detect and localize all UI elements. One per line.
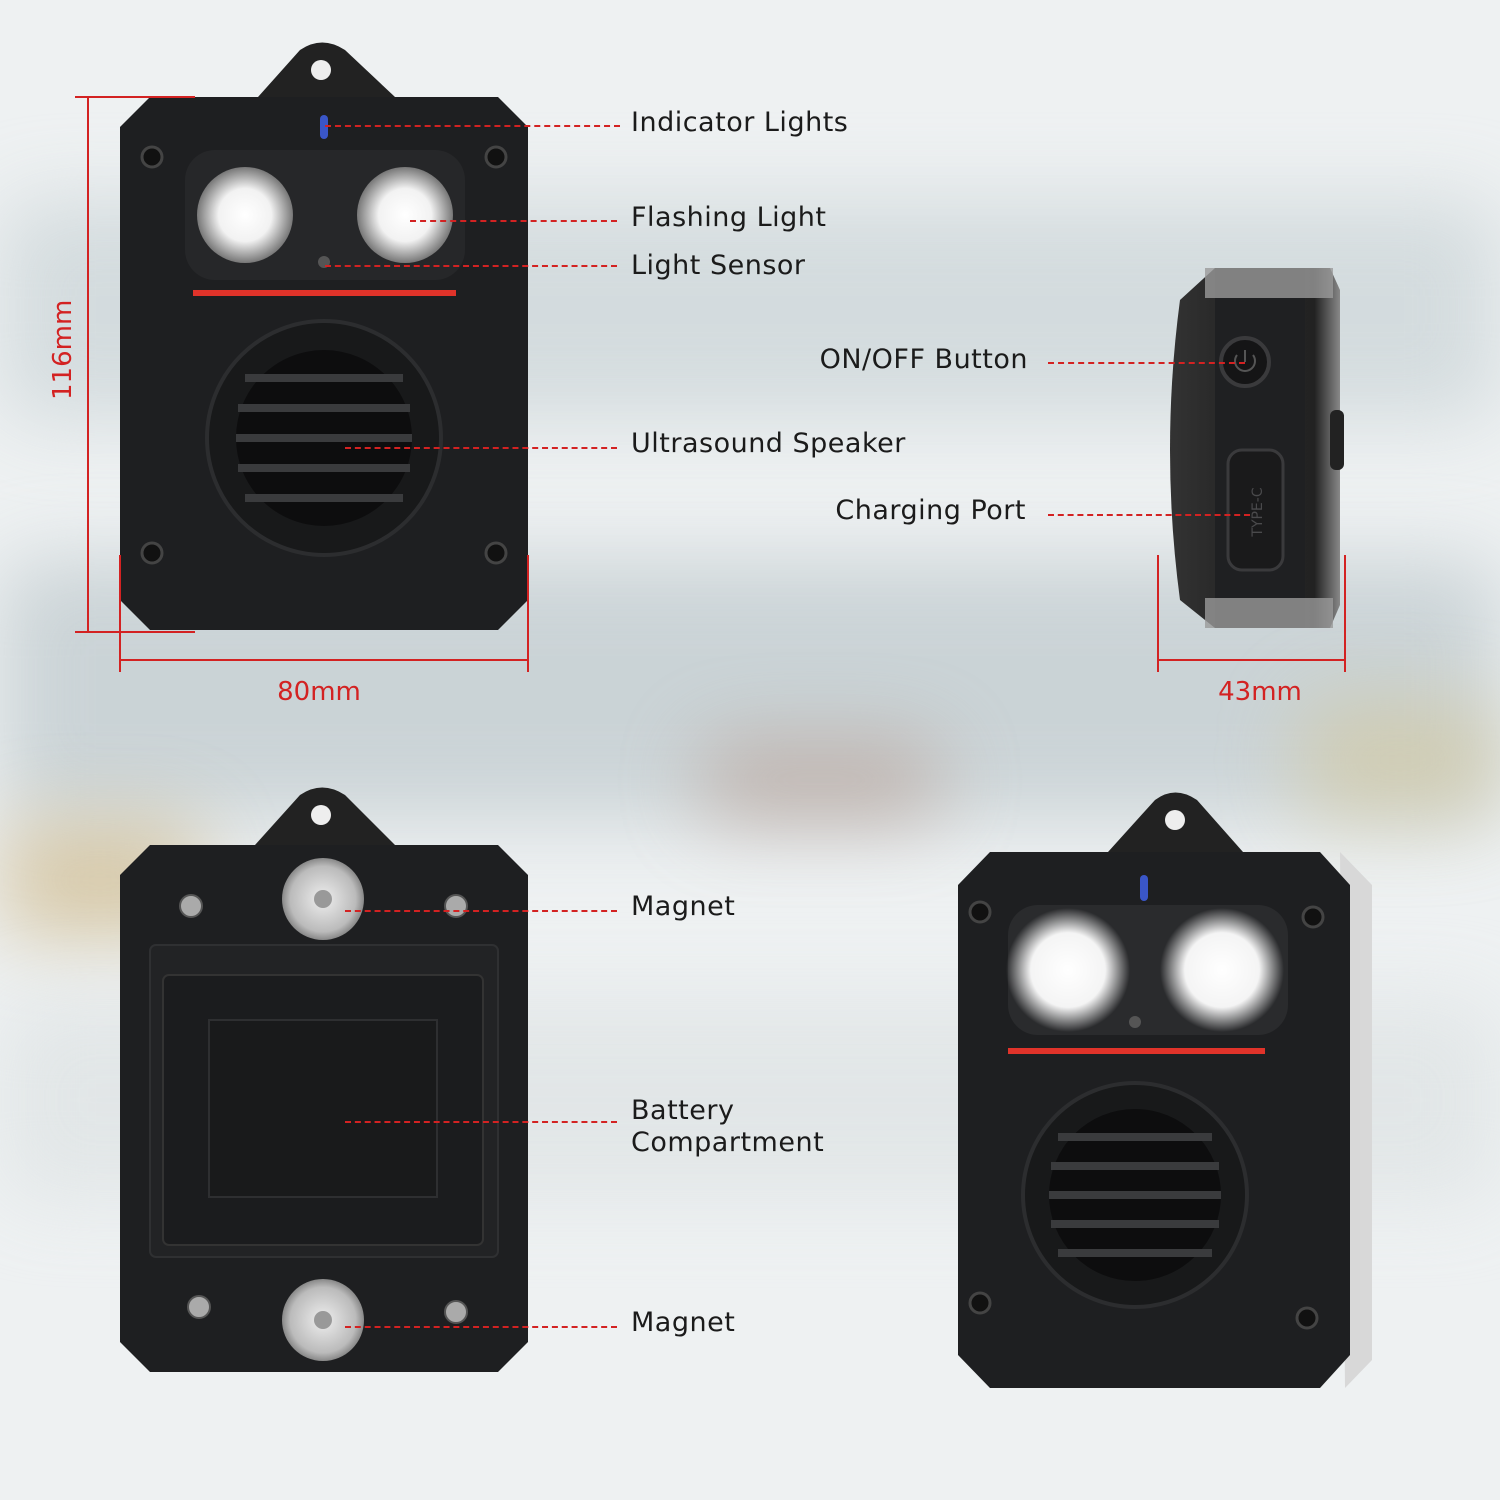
light-sensor-label: Light Sensor <box>631 250 806 281</box>
power-icon <box>1234 350 1256 372</box>
flashing-light-left <box>197 167 293 263</box>
front-view-device <box>120 42 528 630</box>
height-dimension-label: 116mm <box>48 299 78 400</box>
depth-dimension-label: 43mm <box>1218 677 1302 707</box>
charging-port-cover <box>1226 448 1285 572</box>
active-device <box>958 792 1372 1388</box>
magnet-bottom-leader <box>345 1326 617 1328</box>
port-marking: TYPE-C <box>1250 487 1266 537</box>
flashing-light-leader <box>410 220 617 222</box>
height-dimension-line <box>87 97 89 632</box>
width-dimension-label: 80mm <box>277 677 361 707</box>
width-dimension-line <box>120 659 528 661</box>
back-view-device <box>120 787 528 1372</box>
indicator-lights-leader <box>325 125 620 127</box>
ultrasound-speaker-label: Ultrasound Speaker <box>631 428 906 459</box>
on-off-button-leader <box>1048 362 1245 364</box>
width-dimension-tick-right <box>527 555 529 672</box>
ultrasound-speaker-leader <box>345 447 617 449</box>
charging-port-leader <box>1048 514 1250 516</box>
on-off-button-label: ON/OFF Button <box>819 344 1028 375</box>
flashing-light-right <box>357 167 453 263</box>
depth-dimension-tick-right <box>1344 555 1346 672</box>
flashing-light-label: Flashing Light <box>631 202 827 233</box>
indicator-light <box>320 115 328 139</box>
battery-compartment-label-line2: Compartment <box>631 1127 825 1158</box>
battery-compartment-label-line1: Battery <box>631 1095 735 1126</box>
charging-port-label: Charging Port <box>835 495 1026 526</box>
battery-compartment-leader <box>345 1121 617 1123</box>
height-dimension-tick-top <box>75 96 195 98</box>
height-dimension-tick-bottom <box>75 631 195 633</box>
magnet-bottom-label: Magnet <box>631 1307 736 1338</box>
indicator-lights-label: Indicator Lights <box>631 107 849 138</box>
magnet-top-leader <box>345 910 617 912</box>
side-view-device: TYPE-C <box>1170 268 1344 628</box>
depth-dimension-tick-left <box>1157 555 1159 672</box>
light-sensor-leader <box>325 265 617 267</box>
width-dimension-tick-left <box>119 555 121 672</box>
depth-dimension-line <box>1158 659 1345 661</box>
magnet-top-label: Magnet <box>631 891 736 922</box>
